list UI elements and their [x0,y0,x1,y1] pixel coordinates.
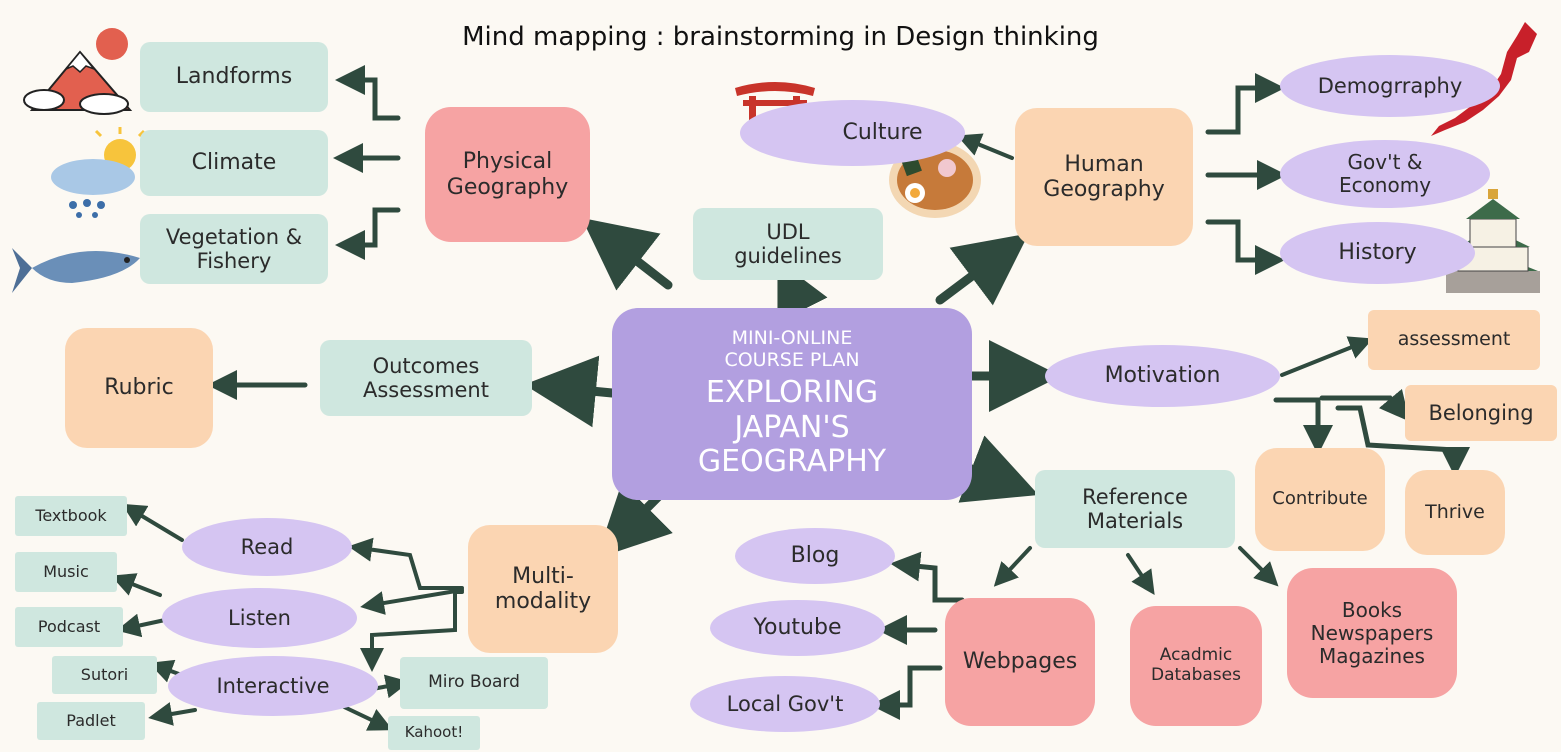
node-landforms[interactable]: Landforms [140,42,328,112]
central-topic[interactable]: MINI-ONLINE COURSE PLAN EXPLORING JAPAN'… [612,308,972,500]
node-read[interactable]: Read [182,518,352,576]
arrow-human-demography [1205,73,1285,135]
node-blog[interactable]: Blog [735,528,895,584]
node-govt-economy[interactable]: Gov't & Economy [1280,140,1490,208]
center-line-4: JAPAN'S [734,409,850,445]
node-vegetation-fishery[interactable]: Vegetation & Fishery [140,214,328,284]
arrow-center-multimodality [596,482,673,559]
arrow-physical-vegetation [335,207,401,260]
node-youtube[interactable]: Youtube [710,600,885,656]
node-motivation[interactable]: Motivation [1045,345,1280,407]
node-udl-guidelines[interactable]: UDL guidelines [693,208,883,280]
node-kahoot[interactable]: Kahoot! [388,716,480,750]
node-human-geography[interactable]: Human Geography [1015,108,1193,246]
node-podcast[interactable]: Podcast [15,607,123,647]
node-thrive[interactable]: Thrive [1405,470,1505,555]
node-listen[interactable]: Listen [162,588,357,648]
node-acadmic-databases[interactable]: Acadmic Databases [1130,606,1262,726]
center-line-3: EXPLORING [705,375,879,411]
node-padlet[interactable]: Padlet [37,702,145,740]
arrow-reference-books [1238,546,1279,587]
arrow-human-history [1205,219,1285,275]
arrow-center-udl [777,259,828,323]
arrow-read-textbook [121,503,184,542]
node-climate[interactable]: Climate [140,130,328,196]
arrow-listen-podcast [116,613,167,638]
node-multimodality[interactable]: Multi- modality [468,525,618,653]
arrow-center-physical [581,217,673,291]
node-rubric[interactable]: Rubric [65,328,213,448]
arrow-interactive-kahoot [338,703,393,731]
node-music[interactable]: Music [15,552,117,592]
node-interactive[interactable]: Interactive [168,656,378,716]
arrow-physical-landforms [335,65,401,121]
arrow-center-human [935,233,1029,306]
node-reference-materials[interactable]: Reference Materials [1035,470,1235,548]
node-physical-geography[interactable]: Physical Geography [425,107,590,242]
node-history[interactable]: History [1280,222,1475,284]
node-books-newspapers-magazines[interactable]: Books Newspapers Magazines [1287,568,1457,698]
node-textbook[interactable]: Textbook [15,496,127,536]
node-culture[interactable]: Culture [740,100,965,166]
arrow-webpages-localgov [870,665,943,720]
center-line-1: MINI-ONLINE [731,327,853,350]
tuna-fish-icon [12,248,140,293]
node-sutori[interactable]: Sutori [52,656,157,694]
node-outcomes-assessment[interactable]: Outcomes Assessment [320,340,532,416]
arrow-multi-listen [360,588,464,615]
arrow-multi-interactive [360,590,464,672]
arrow-motivation-assessment [1280,336,1374,377]
node-miro-board[interactable]: Miro Board [400,657,548,709]
node-belonging[interactable]: Belonging [1405,385,1557,441]
node-contribute[interactable]: Contribute [1255,448,1385,551]
node-assessment[interactable]: assessment [1368,310,1540,370]
mount-fuji-icon [23,28,133,115]
node-local-govt[interactable]: Local Gov't [690,676,880,732]
weather-icon [51,127,152,218]
arrow-motivation-contribute [1273,397,1333,455]
arrow-reference-webpages [993,546,1032,587]
arrow-motivation-thrive [1335,405,1470,477]
arrow-webpages-blog [890,551,965,603]
center-line-5: GEOGRAPHY [697,444,887,480]
page-title: Mind mapping : brainstorming in Design t… [462,22,1099,52]
node-webpages[interactable]: Webpages [945,598,1095,726]
arrow-interactive-padlet [148,702,197,726]
arrow-listen-music [110,573,162,597]
arrow-reference-acadmic [1126,553,1155,595]
arrow-human-culture [956,133,1014,160]
node-demography[interactable]: Demogrraphy [1280,55,1500,117]
japan-map-icon [1431,22,1537,136]
arrow-motivation-belonging [1319,388,1410,422]
arrow-multi-read [348,537,464,590]
center-line-2: COURSE PLAN [724,349,860,372]
